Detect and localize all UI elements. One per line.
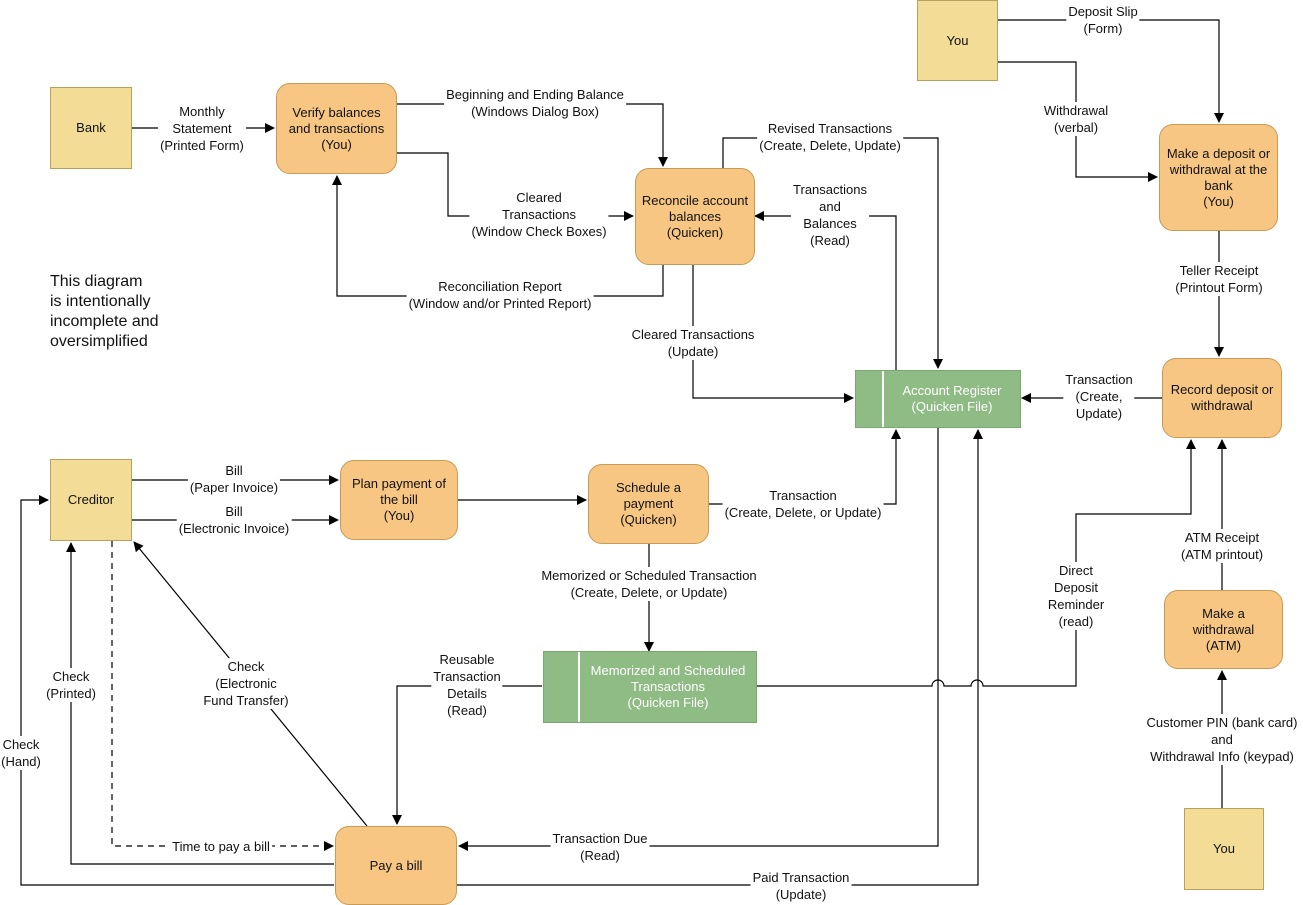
process-record-deposit: Record deposit or withdrawal	[1162, 358, 1282, 438]
entity-creditor: Creditor	[50, 459, 132, 541]
label-withdrawal-verbal: Withdrawal (verbal)	[1041, 102, 1111, 136]
label-revised-transactions: Revised Transactions (Create, Delete, Up…	[757, 120, 903, 154]
process-pay-bill: Pay a bill	[335, 826, 457, 905]
entity-you-bottom: You	[1184, 808, 1264, 890]
label-atm-receipt: ATM Receipt (ATM printout)	[1178, 529, 1266, 563]
process-schedule-payment: Schedule a payment (Quicken)	[588, 464, 709, 544]
label-transaction-due: Transaction Due (Read)	[550, 830, 650, 864]
store-account-register: Account Register (Quicken File)	[855, 370, 1021, 428]
label-direct-deposit: Direct Deposit Reminder (read)	[1045, 562, 1107, 630]
entity-bank: Bank	[50, 87, 132, 169]
label-transactions-balances: Transactions and Balances (Read)	[791, 181, 869, 249]
label-cleared-update: Cleared Transactions (Update)	[629, 326, 757, 360]
flow-check-printed	[66, 542, 334, 865]
label-teller-receipt: Teller Receipt (Printout Form)	[1173, 262, 1265, 296]
process-atm-withdrawal: Make a withdrawal (ATM)	[1164, 590, 1283, 669]
flow-cleared-update	[692, 265, 854, 403]
label-check-eft: Check (Electronic Fund Transfer)	[201, 658, 291, 709]
label-reconciliation-report: Reconciliation Report (Window and/or Pri…	[406, 278, 594, 312]
label-bill-electronic: Bill (Electronic Invoice)	[176, 503, 292, 537]
flow-direct-deposit	[757, 439, 1196, 687]
process-plan-payment: Plan payment of the bill (You)	[340, 460, 458, 540]
process-deposit-at-bank: Make a deposit or withdrawal at the bank…	[1159, 124, 1278, 231]
entity-you-top: You	[917, 0, 998, 81]
label-check-printed: Check (Printed)	[44, 668, 98, 702]
label-check-hand: Check (Hand)	[0, 736, 43, 770]
process-verify-balances: Verify balances and transactions (You)	[276, 83, 397, 174]
store-memorized-transactions: Memorized and Scheduled Transactions (Qu…	[543, 651, 757, 723]
label-monthly-statement: Monthly Statement (Printed Form)	[158, 103, 246, 154]
flow-check-hand	[20, 495, 334, 886]
diagram-note: This diagram is intentionally incomplete…	[50, 273, 159, 350]
label-bill-paper: Bill (Paper Invoice)	[187, 462, 281, 496]
label-transaction-create-update: Transaction (Create, Update)	[1063, 371, 1135, 422]
label-transaction-cdu: Transaction (Create, Delete, or Update)	[722, 487, 884, 521]
label-customer-pin: Customer PIN (bank card) and Withdrawal …	[1144, 714, 1300, 765]
label-time-to-pay: Time to pay a bill	[170, 838, 272, 855]
label-reusable-details: Reusable Transaction Details (Read)	[431, 651, 503, 719]
flow-paid-transaction	[457, 429, 983, 886]
label-memorized-cdu: Memorized or Scheduled Transaction (Crea…	[539, 567, 759, 601]
label-paid-transaction: Paid Transaction (Update)	[750, 869, 852, 903]
label-deposit-slip: Deposit Slip (Form)	[1066, 3, 1140, 37]
label-beginning-ending: Beginning and Ending Balance (Windows Di…	[444, 86, 626, 120]
label-cleared-transactions: Cleared Transactions (Window Check Boxes…	[469, 189, 609, 240]
process-reconcile-balances: Reconcile account balances (Quicken)	[635, 168, 755, 265]
